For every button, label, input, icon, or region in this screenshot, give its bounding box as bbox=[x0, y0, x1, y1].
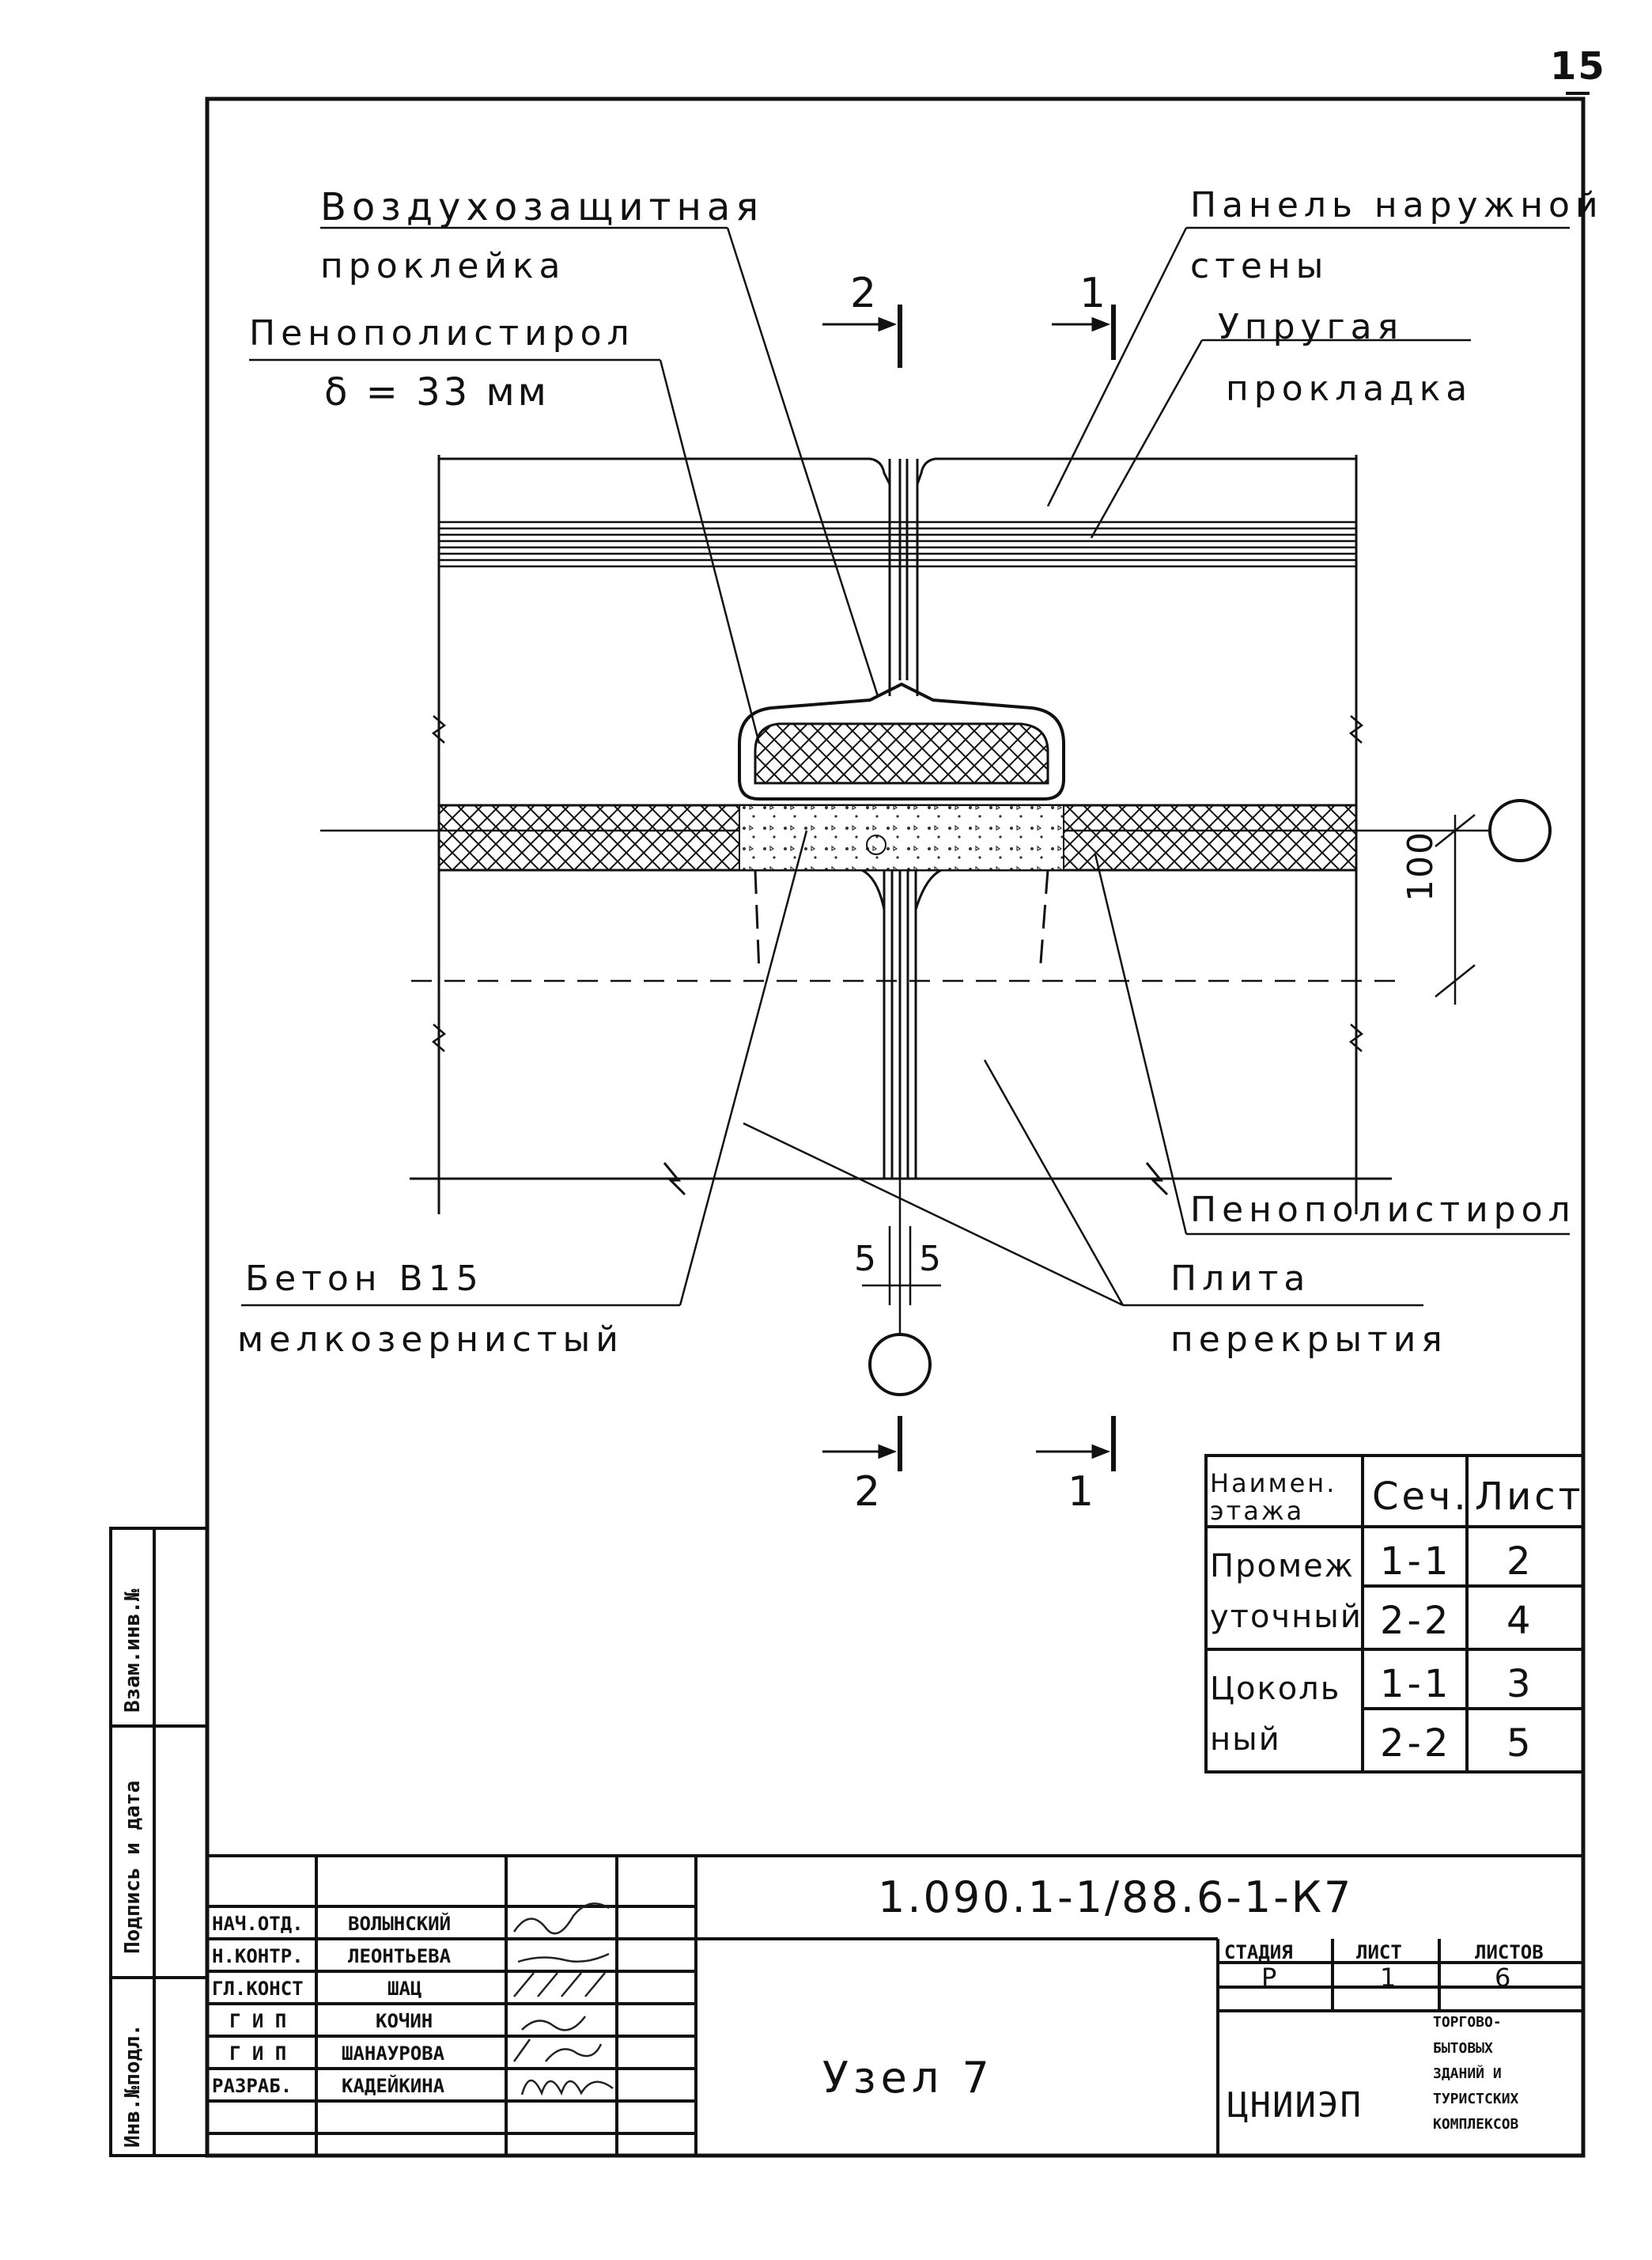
sheets-label: ЛИСТОВ bbox=[1475, 1941, 1544, 1963]
staff-role-5: Г И П bbox=[229, 2042, 287, 2065]
callout-gasket-line1: Упругая bbox=[1218, 307, 1404, 347]
callout-air-seal-line1: Воздухозащитная bbox=[320, 185, 765, 229]
signatures bbox=[512, 1902, 614, 2096]
stage-value: Р bbox=[1261, 1963, 1283, 1993]
callout-gasket-line2: прокладка bbox=[1226, 369, 1473, 409]
staff-name-1: ВОЛЫНСКИЙ bbox=[348, 1913, 452, 1935]
staff-name-6: КАДЕЙКИНА bbox=[342, 2075, 445, 2097]
table-sheet-4: 4 bbox=[1506, 1599, 1537, 1643]
staff-role-1: НАЧ.ОТД. bbox=[212, 1913, 304, 1935]
table-floor-basement: Цокольный bbox=[1210, 1671, 1341, 1758]
table-section-1-1b: 1-1 bbox=[1380, 1662, 1452, 1706]
side-stamp bbox=[109, 1527, 209, 2157]
page-number: 15 bbox=[1550, 44, 1606, 89]
side-stamp-replaced-inv: Взам.инв.№ bbox=[121, 1588, 145, 1713]
doc-code: 1.090.1-1/88.6-1-К7 bbox=[878, 1872, 1354, 1922]
org-note-3: ЗДАНИЙ И bbox=[1433, 2065, 1502, 2082]
staff-role-3: ГЛ.КОНСТ bbox=[212, 1978, 304, 2000]
callout-foam-top-line2: δ = 33 мм bbox=[324, 370, 550, 415]
dimension-vertical: 100 bbox=[1401, 831, 1441, 902]
callout-slab-line1: Плита bbox=[1170, 1259, 1311, 1299]
sheets-value: 6 bbox=[1495, 1963, 1517, 1993]
section-mark-top-right: 1 bbox=[1079, 270, 1112, 317]
staff-role-2: Н.КОНТР. bbox=[212, 1945, 304, 1967]
dimension-gap-right: 5 bbox=[919, 1239, 947, 1279]
org-note-4: ТУРИСТСКИХ bbox=[1433, 2091, 1519, 2107]
side-stamp-signature-date: Подпись и дата bbox=[121, 1780, 145, 1954]
floor-foam-layer bbox=[437, 804, 1358, 974]
callout-foam-right: Пенополистирол bbox=[1190, 1190, 1576, 1230]
callout-concrete-line1: Бетон В15 bbox=[245, 1259, 484, 1299]
gasket-band bbox=[439, 521, 1356, 568]
foam-insert bbox=[738, 682, 1065, 801]
joint-core bbox=[883, 459, 919, 1179]
callout-panel-line2: стены bbox=[1190, 246, 1329, 286]
axis-marker-bottom bbox=[868, 1333, 932, 1396]
table-section-2-2b: 2-2 bbox=[1380, 1721, 1452, 1766]
table-header-floor: Наимен. этажа bbox=[1210, 1468, 1337, 1527]
dimension-gap-left: 5 bbox=[854, 1239, 882, 1279]
table-sheet-5: 5 bbox=[1506, 1721, 1537, 1766]
stage-label: СТАДИЯ bbox=[1224, 1941, 1293, 1963]
sheet-label: ЛИСТ bbox=[1356, 1941, 1402, 1963]
table-floor-intermediate: Промежуточный bbox=[1210, 1548, 1363, 1635]
staff-name-4: КОЧИН bbox=[376, 2010, 433, 2032]
title-block-grid bbox=[206, 1854, 1585, 2157]
callout-slab-line2: перекрытия bbox=[1170, 1319, 1448, 1360]
staff-role-6: РАЗРАБ. bbox=[212, 2075, 293, 2097]
staff-name-2: ЛЕОНТЬЕВА bbox=[348, 1945, 452, 1967]
callout-panel-line1: Панель наружной bbox=[1190, 185, 1604, 225]
sheet-value: 1 bbox=[1380, 1963, 1402, 1993]
org-note-5: КОМПЛЕКСОВ bbox=[1433, 2116, 1519, 2133]
org-note-2: БЫТОВЫХ bbox=[1433, 2040, 1493, 2057]
callout-concrete-line2: мелкозернистый bbox=[237, 1319, 624, 1360]
drawing-title: Узел 7 bbox=[822, 2053, 994, 2103]
organization: ЦНИИЭП bbox=[1227, 2085, 1363, 2126]
org-note-1: ТОРГОВО- bbox=[1433, 2014, 1502, 2031]
section-mark-top-left: 2 bbox=[850, 270, 883, 317]
staff-name-5: ШАНАУРОВА bbox=[342, 2042, 445, 2065]
callout-air-seal-line2: проклейка bbox=[320, 246, 566, 286]
side-stamp-original-inv: Инв.№подл. bbox=[121, 2023, 145, 2148]
gap-dimension bbox=[862, 1226, 941, 1305]
section-marks bbox=[822, 305, 1116, 1471]
section-mark-bottom-left: 2 bbox=[854, 1468, 886, 1516]
table-section-1-1a: 1-1 bbox=[1380, 1539, 1452, 1584]
table-sheet-2: 2 bbox=[1506, 1539, 1537, 1584]
leader-lines bbox=[241, 226, 1570, 1307]
staff-role-4: Г И П bbox=[229, 2010, 287, 2032]
table-header-sheet: Лист bbox=[1475, 1474, 1584, 1519]
callout-foam-top-line1: Пенополистирол bbox=[249, 313, 635, 354]
table-header-section: Сеч. bbox=[1372, 1474, 1469, 1519]
sections-table-grid bbox=[1204, 1454, 1585, 1774]
table-section-2-2a: 2-2 bbox=[1380, 1599, 1452, 1643]
axis-marker-right bbox=[1488, 799, 1552, 862]
section-mark-bottom-right: 1 bbox=[1068, 1468, 1100, 1516]
table-sheet-3: 3 bbox=[1506, 1662, 1537, 1706]
staff-name-3: ШАЦ bbox=[387, 1978, 422, 2000]
